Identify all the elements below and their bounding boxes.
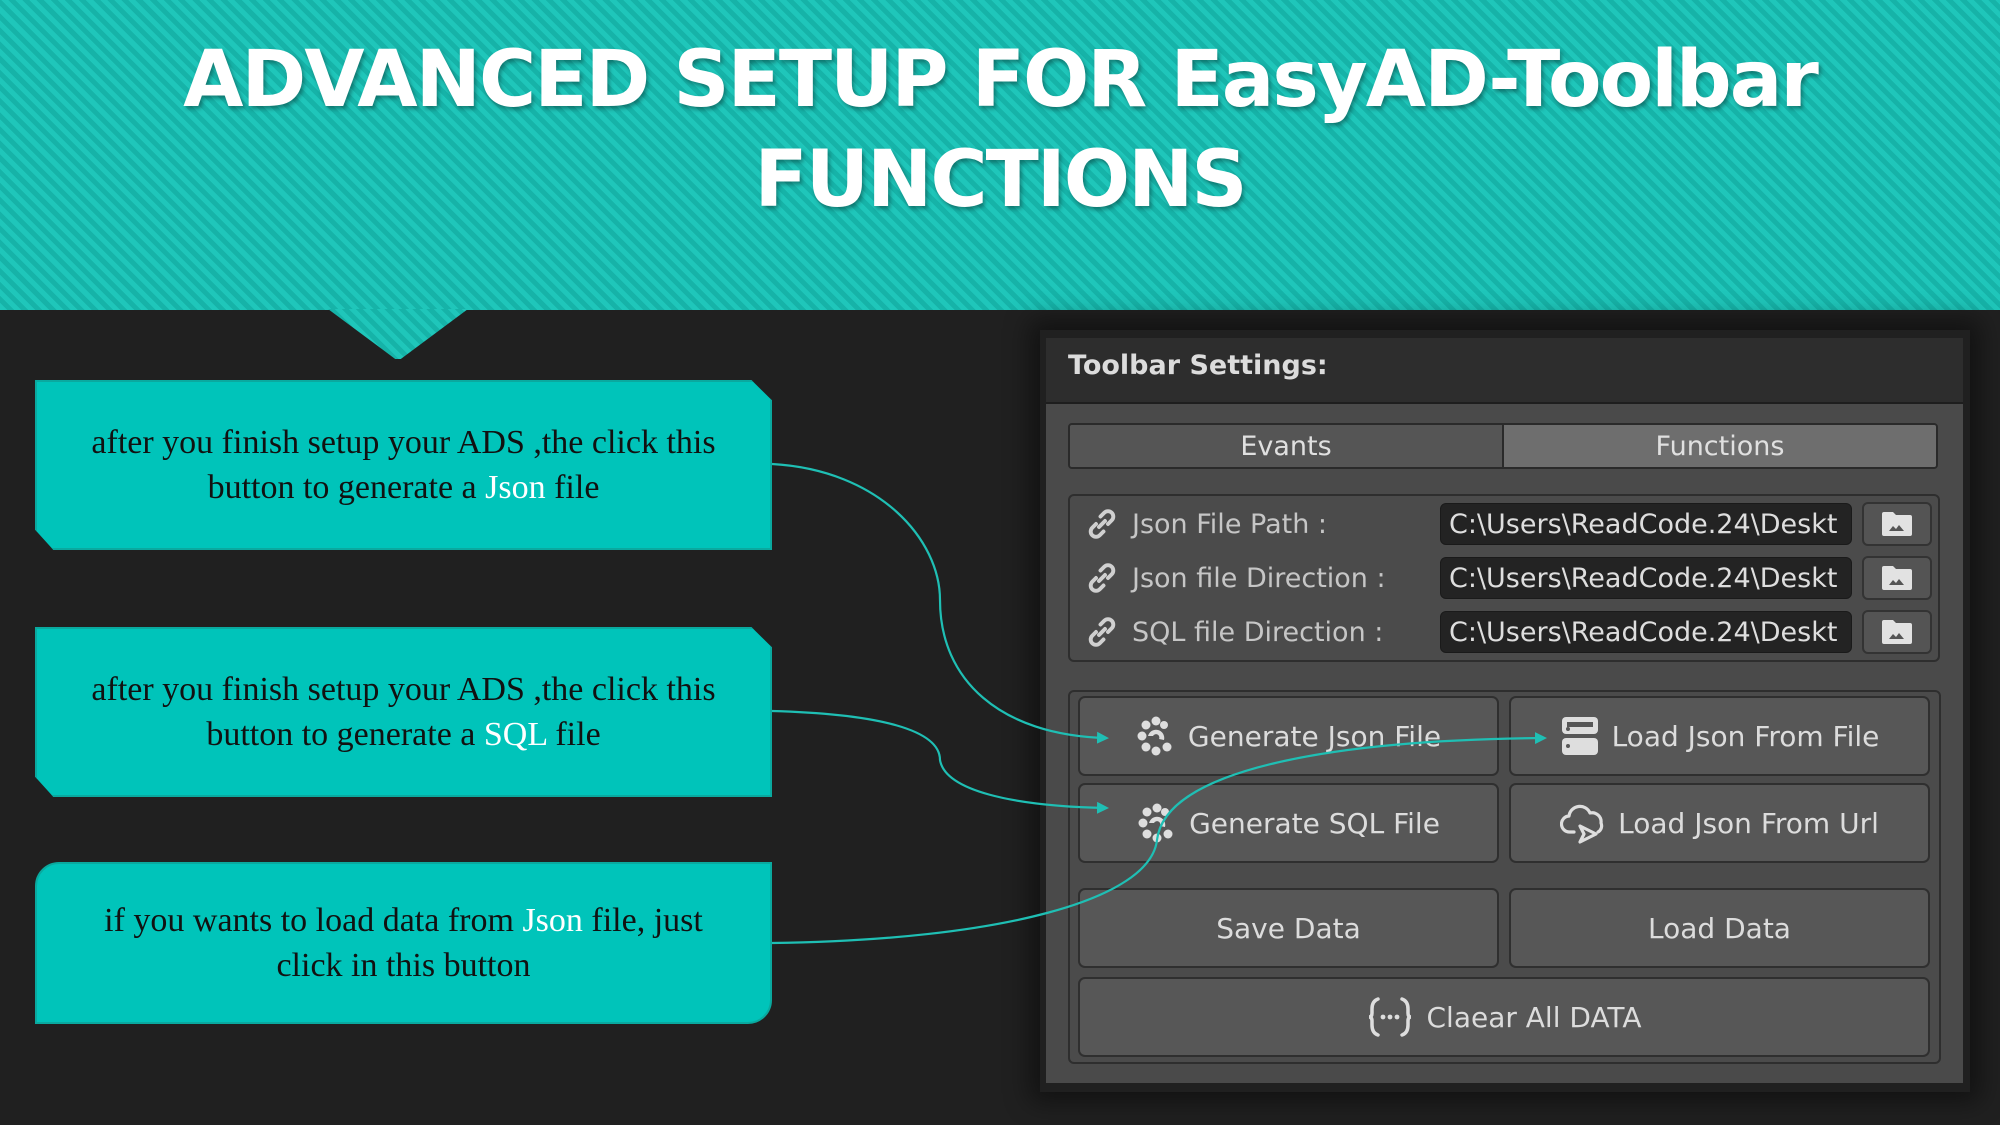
slide-header-banner xyxy=(0,0,2000,310)
folder-icon xyxy=(1882,512,1912,536)
callout-highlight: SQL xyxy=(483,716,547,753)
slide-title-line2: FUNCTIONS xyxy=(754,135,1247,225)
field-label: Json file Direction : xyxy=(1132,562,1386,594)
browse-json-file-path-button[interactable] xyxy=(1862,502,1932,546)
browse-sql-file-direction-button[interactable] xyxy=(1862,610,1932,654)
link-icon xyxy=(1088,563,1116,593)
link-icon xyxy=(1088,617,1116,647)
link-icon xyxy=(1088,509,1116,539)
button-label: Generate SQL File xyxy=(1189,806,1440,840)
gear-icon xyxy=(1138,803,1173,843)
clear-all-data-button[interactable]: Claear All DATA xyxy=(1078,977,1930,1057)
browse-json-file-direction-button[interactable] xyxy=(1862,556,1932,600)
json-file-path-input[interactable]: C:\Users\ReadCode.24\Deskt xyxy=(1440,503,1852,545)
header-notch xyxy=(328,309,468,359)
load-json-from-file-button[interactable]: Load Json From File xyxy=(1509,696,1930,776)
load-json-from-url-button[interactable]: Load Json From Url xyxy=(1509,783,1930,863)
field-label: Json File Path : xyxy=(1132,508,1327,540)
callout-highlight: Json xyxy=(485,469,546,506)
folder-icon xyxy=(1882,620,1912,644)
callout-generate-json: after you finish setup your ADS ,the cli… xyxy=(35,380,772,550)
tab-bar: Evants Functions xyxy=(1068,423,1938,469)
button-label: Generate Json File xyxy=(1187,719,1442,753)
button-label: Claear All DATA xyxy=(1426,1000,1642,1034)
callout-highlight: Json xyxy=(522,902,583,939)
server-icon xyxy=(1561,717,1598,755)
field-label: SQL file Direction : xyxy=(1132,616,1384,648)
callout-generate-sql: after you finish setup your ADS ,the cli… xyxy=(35,627,772,797)
tab-functions[interactable]: Functions xyxy=(1502,425,1936,467)
callout-load-json: if you wants to load data from Json file… xyxy=(35,862,772,1024)
slide-title-line1: ADVANCED SETUP FOR EasyAD-Toolbar xyxy=(183,35,1819,125)
folder-icon xyxy=(1882,566,1912,590)
tab-evants[interactable]: Evants xyxy=(1070,425,1502,467)
button-label: Load Json From Url xyxy=(1618,806,1879,840)
load-data-button[interactable]: Load Data xyxy=(1509,888,1930,968)
cloud-icon xyxy=(1560,804,1604,844)
panel-header: Toolbar Settings: xyxy=(1046,338,1963,402)
generate-json-file-button[interactable]: Generate Json File xyxy=(1078,696,1499,776)
button-label: Load Json From File xyxy=(1611,719,1880,753)
sql-file-direction-input[interactable]: C:\Users\ReadCode.24\Deskt xyxy=(1440,611,1852,653)
field-json-file-direction: Json file Direction : C:\Users\ReadCode.… xyxy=(1070,556,1938,600)
json-file-direction-input[interactable]: C:\Users\ReadCode.24\Deskt xyxy=(1440,557,1852,599)
file-path-fields: Json File Path : C:\Users\ReadCode.24\De… xyxy=(1068,494,1940,662)
brackets-icon xyxy=(1369,997,1412,1037)
field-json-file-path: Json File Path : C:\Users\ReadCode.24\De… xyxy=(1070,502,1938,546)
generate-sql-file-button[interactable]: Generate SQL File xyxy=(1078,783,1499,863)
slide-title: ADVANCED SETUP FOR EasyAD-Toolbar FUNCTI… xyxy=(0,30,2000,230)
gear-icon xyxy=(1137,716,1172,756)
save-data-button[interactable]: Save Data xyxy=(1078,888,1499,968)
button-label: Save Data xyxy=(1216,911,1361,945)
field-sql-file-direction: SQL file Direction : C:\Users\ReadCode.2… xyxy=(1070,610,1938,654)
button-label: Load Data xyxy=(1648,911,1791,945)
